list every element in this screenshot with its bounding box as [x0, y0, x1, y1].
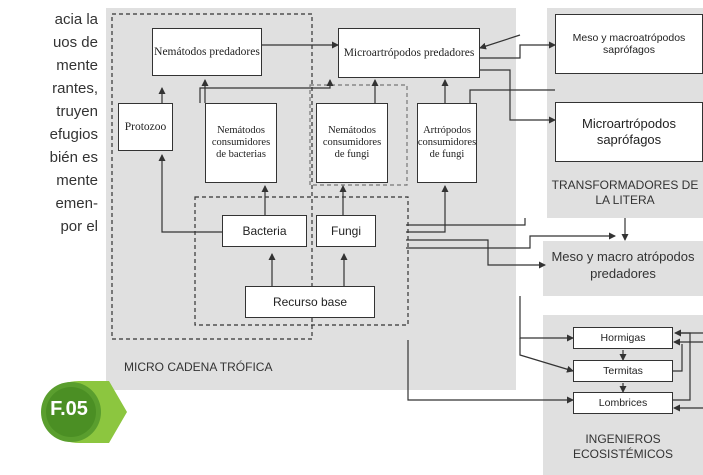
box-artropodos-fungi: Artrópodos consumidores de fungi — [417, 103, 477, 183]
side-paragraph: acia la uos de mente rantes, truyen efug… — [0, 8, 98, 238]
side-line: truyen — [56, 103, 98, 120]
side-line: mente — [56, 172, 98, 189]
label-micro-cadena: MICRO CADENA TRÓFICA — [124, 360, 273, 374]
label-transformadores: TRANSFORMADORES DE LA LITERA — [551, 178, 699, 207]
box-fungi: Fungi — [316, 215, 376, 247]
side-line: emen- — [55, 195, 98, 212]
box-recurso-base: Recurso base — [245, 286, 375, 318]
box-microartropodos-saprofagos: Microartrópodos saprófagos — [555, 102, 703, 162]
box-protozoo: Protozoo — [118, 103, 173, 151]
label-ingenieros: INGENIEROS ECOSISTÉMICOS — [572, 432, 673, 461]
label-meso-macro-predadores: Meso y macro atrópodos predadores — [551, 249, 695, 281]
predadores-panel — [543, 241, 703, 296]
box-lombrices: Lombrices — [573, 392, 673, 414]
figure-badge-icon — [41, 381, 127, 443]
side-line: acia la — [54, 11, 98, 28]
box-meso-macro-saprofagos: Meso y macroatrópodos saprófagos — [555, 14, 703, 74]
box-termitas: Termitas — [573, 360, 673, 382]
side-line: uos de — [52, 34, 98, 51]
box-nematodos-bacterias: Nemátodos consumidores de bacterias — [205, 103, 277, 183]
box-nematodos-predadores: Nemátodos predadores — [152, 28, 262, 76]
box-hormigas: Hormigas — [573, 327, 673, 349]
box-bacteria: Bacteria — [222, 215, 307, 247]
side-line: por el — [60, 218, 98, 235]
box-microartropodos-predadores: Microartrópodos predadores — [338, 28, 480, 78]
box-nematodos-fungi: Nemátodos consumidores de fungi — [316, 103, 388, 183]
side-line: efugios — [49, 126, 98, 143]
side-line: mente — [56, 57, 98, 74]
figure-badge-label: F.05 — [50, 398, 88, 420]
side-line: bién es — [49, 149, 98, 166]
side-line: rantes, — [52, 80, 98, 97]
